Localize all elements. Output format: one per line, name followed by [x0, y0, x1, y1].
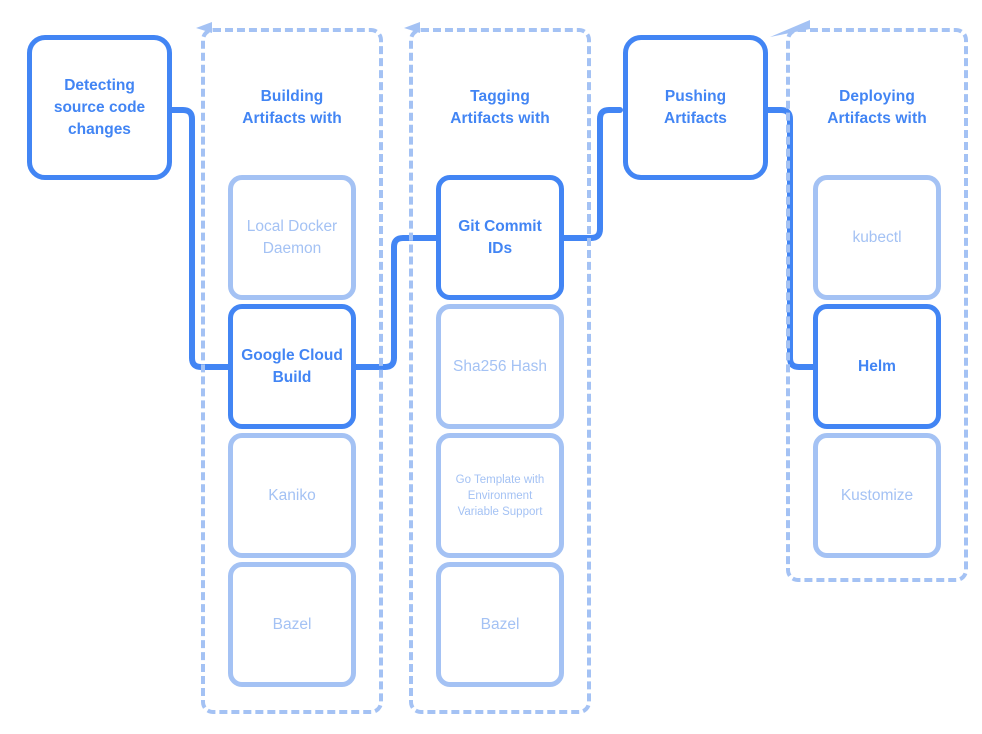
node-helm-label: Helm — [858, 357, 896, 375]
node-sha256-hash[interactable]: Sha256 Hash — [436, 304, 564, 429]
group-building — [201, 28, 383, 714]
node-sha256-hash-label: Sha256 Hash — [453, 357, 547, 375]
node-kaniko-label: Kaniko — [268, 486, 316, 504]
stage-pushing-artifacts-label: Pushing Artifacts — [664, 87, 727, 127]
node-google-cloud-build[interactable]: Google Cloud Build — [228, 304, 356, 429]
node-go-template-label: Go Template with Environment Variable Su… — [455, 473, 545, 518]
node-kustomize-label: Kustomize — [840, 486, 914, 504]
stage-detecting-source-code-changes[interactable]: Detecting source code changes — [27, 35, 172, 180]
node-bazel-build-label: Bazel — [272, 615, 312, 633]
node-bazel-tag-label: Bazel — [480, 615, 520, 633]
node-kaniko[interactable]: Kaniko — [228, 433, 356, 558]
group-tagging-arrowhead — [404, 22, 420, 33]
node-git-commit-ids[interactable]: Git Commit IDs — [436, 175, 564, 300]
group-tagging-title: Tagging Artifacts with — [450, 88, 550, 127]
node-go-template[interactable]: Go Template with Environment Variable Su… — [436, 433, 564, 558]
group-building-title: Building Artifacts with — [242, 88, 342, 127]
group-building-arrowhead — [196, 22, 212, 33]
node-bazel-build[interactable]: Bazel — [228, 562, 356, 687]
group-deploying — [786, 28, 968, 582]
node-local-docker-daemon-label: Local Docker Daemon — [246, 217, 338, 257]
stage-pushing-artifacts[interactable]: Pushing Artifacts — [623, 35, 768, 180]
node-local-docker-daemon[interactable]: Local Docker Daemon — [228, 175, 356, 300]
node-git-commit-ids-label: Git Commit IDs — [458, 217, 542, 257]
node-kubectl-label: kubectl — [852, 228, 902, 246]
node-kustomize[interactable]: Kustomize — [813, 433, 941, 558]
stage-detecting-source-code-changes-label: Detecting source code changes — [53, 76, 146, 138]
group-deploying-title: Deploying Artifacts with — [827, 88, 927, 127]
node-bazel-tag[interactable]: Bazel — [436, 562, 564, 687]
group-tagging — [409, 28, 591, 714]
node-helm[interactable]: Helm — [813, 304, 941, 429]
node-google-cloud-build-label: Google Cloud Build — [241, 346, 343, 386]
group-deploying-arrowhead — [770, 20, 810, 37]
node-kubectl[interactable]: kubectl — [813, 175, 941, 300]
